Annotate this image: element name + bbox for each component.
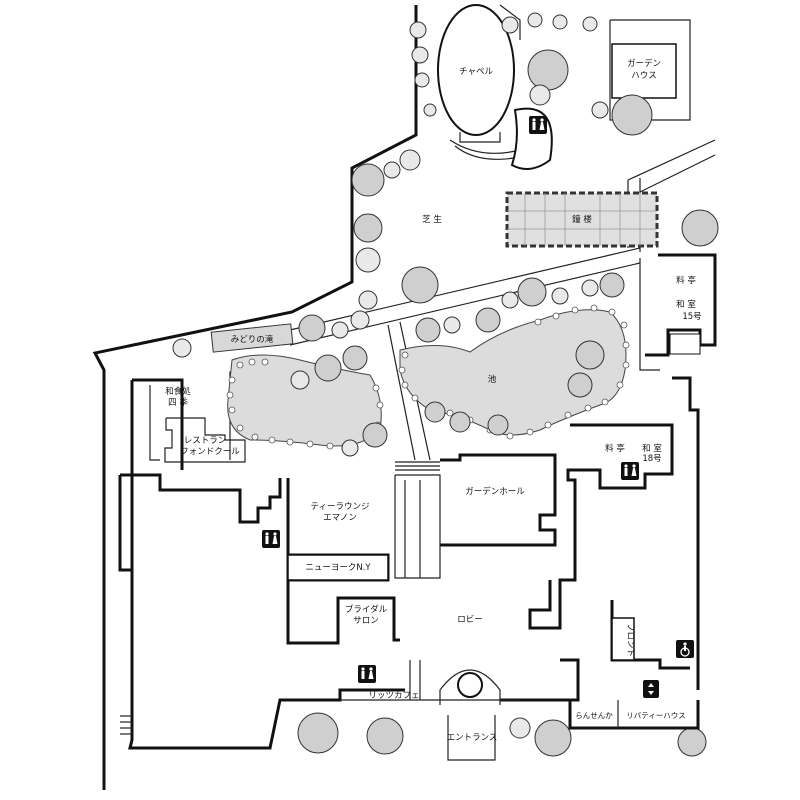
tea-lounge-label-2: エマノン [323, 513, 357, 523]
ryotei-18-label-1: 料 亭 [605, 443, 625, 454]
tea-lounge-label-1: ティーラウンジ [311, 502, 370, 512]
ryotei-15-label-3: 15号 [682, 312, 701, 322]
fondcool-label-1: レストラン [184, 436, 227, 446]
bridal-salon-label-1: ブライダル [345, 604, 388, 615]
ryotei-15-label-2: 和 室 [676, 299, 696, 310]
pond-label: 池 [488, 374, 497, 385]
restroom-icon [529, 116, 547, 134]
lobby-label: ロビー [457, 615, 483, 625]
chapel-label: チャペル [459, 67, 493, 77]
restroom-icon [358, 665, 376, 683]
liberty-house-label: リバティーハウス [626, 711, 685, 720]
trees [172, 12, 719, 757]
site-boundary [92, 4, 691, 790]
ryotei-18-label-2: 和 室 [642, 443, 662, 454]
stairs [120, 461, 440, 735]
garden-house: ガーデン ハウス [611, 43, 677, 99]
ritz-cafe-label: リッツカフェ [368, 691, 419, 701]
midori-falls: みどりの滝 [210, 323, 294, 353]
ryotei-washitsu-15: 料 亭 和 室 15号 [645, 253, 717, 357]
midori-falls-label: みどりの滝 [231, 334, 274, 345]
new-york-label: ニューヨークN.Y [305, 563, 371, 573]
front-label: フロント [625, 623, 635, 657]
bridal-salon-label-2: サロン [353, 616, 379, 626]
restroom-icon [621, 462, 639, 480]
pond-rocks [226, 304, 630, 450]
ponds: 池 [227, 309, 627, 447]
shiki-label-2: 四 季 [168, 397, 188, 408]
ryotei-18-label-3: 18号 [642, 454, 661, 464]
rasenka-label: らんせんか [575, 711, 613, 720]
bell-tower: 鐘 楼 [505, 191, 659, 248]
shiki-label-1: 和食処 [165, 386, 191, 397]
fondcool-label-2: フォンドクール [180, 447, 240, 457]
garden-hall-label: ガーデンホール [465, 486, 525, 497]
entrance-canopy [439, 669, 501, 761]
entrance-label: エントランス [447, 733, 498, 743]
bell-tower-label: 鐘 楼 [572, 214, 592, 225]
main-building [118, 376, 700, 750]
lawn-label: 芝 生 [422, 214, 442, 225]
ryotei-15-label-1: 料 亭 [676, 275, 696, 286]
room-labels: 和食処 四 季 レストラン フォンドクール 料 亭 和 室 18号 ガーデンホー… [165, 386, 685, 743]
garden-house-label-1: ガーデン [627, 58, 661, 69]
chapel: チャペル [437, 4, 553, 170]
elevator-icon [643, 680, 659, 698]
restroom-icon [262, 530, 280, 548]
wheelchair-icon [676, 640, 694, 658]
garden-house-label-2: ハウス [631, 71, 657, 81]
